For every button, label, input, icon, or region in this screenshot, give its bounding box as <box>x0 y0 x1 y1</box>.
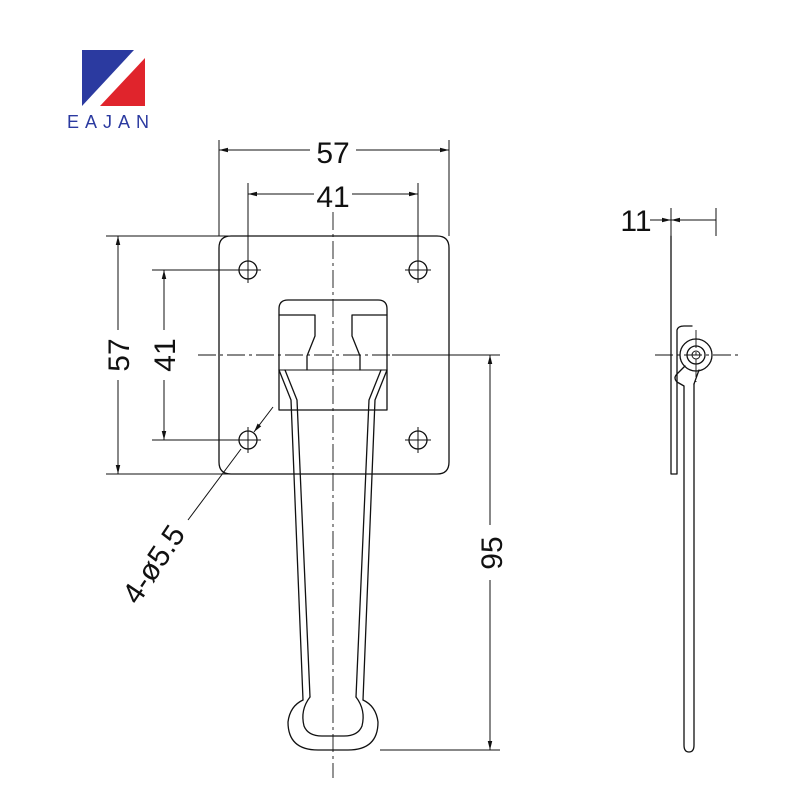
dimension-lines <box>106 140 717 751</box>
dim-hole-spacing-h: 41 <box>316 181 349 214</box>
dim-side-depth: 11 <box>620 205 651 238</box>
eajan-logo: EAJAN <box>67 50 155 132</box>
dim-handle-length: 95 <box>476 536 509 569</box>
dim-holes: 4-ø5.5 <box>116 520 192 610</box>
mounting-holes <box>235 257 431 453</box>
dim-hole-spacing-v: 41 <box>149 338 182 371</box>
logo-red-triangle <box>100 58 145 106</box>
base-plate <box>218 235 450 475</box>
logo-blue-triangle <box>82 50 134 106</box>
side-view <box>655 235 740 753</box>
handle-arms <box>278 369 388 751</box>
logo-text: EAJAN <box>67 112 155 132</box>
latch-block <box>278 299 388 411</box>
front-view <box>198 212 470 778</box>
dim-plate-height: 57 <box>103 338 136 371</box>
dim-plate-width: 57 <box>316 137 349 170</box>
